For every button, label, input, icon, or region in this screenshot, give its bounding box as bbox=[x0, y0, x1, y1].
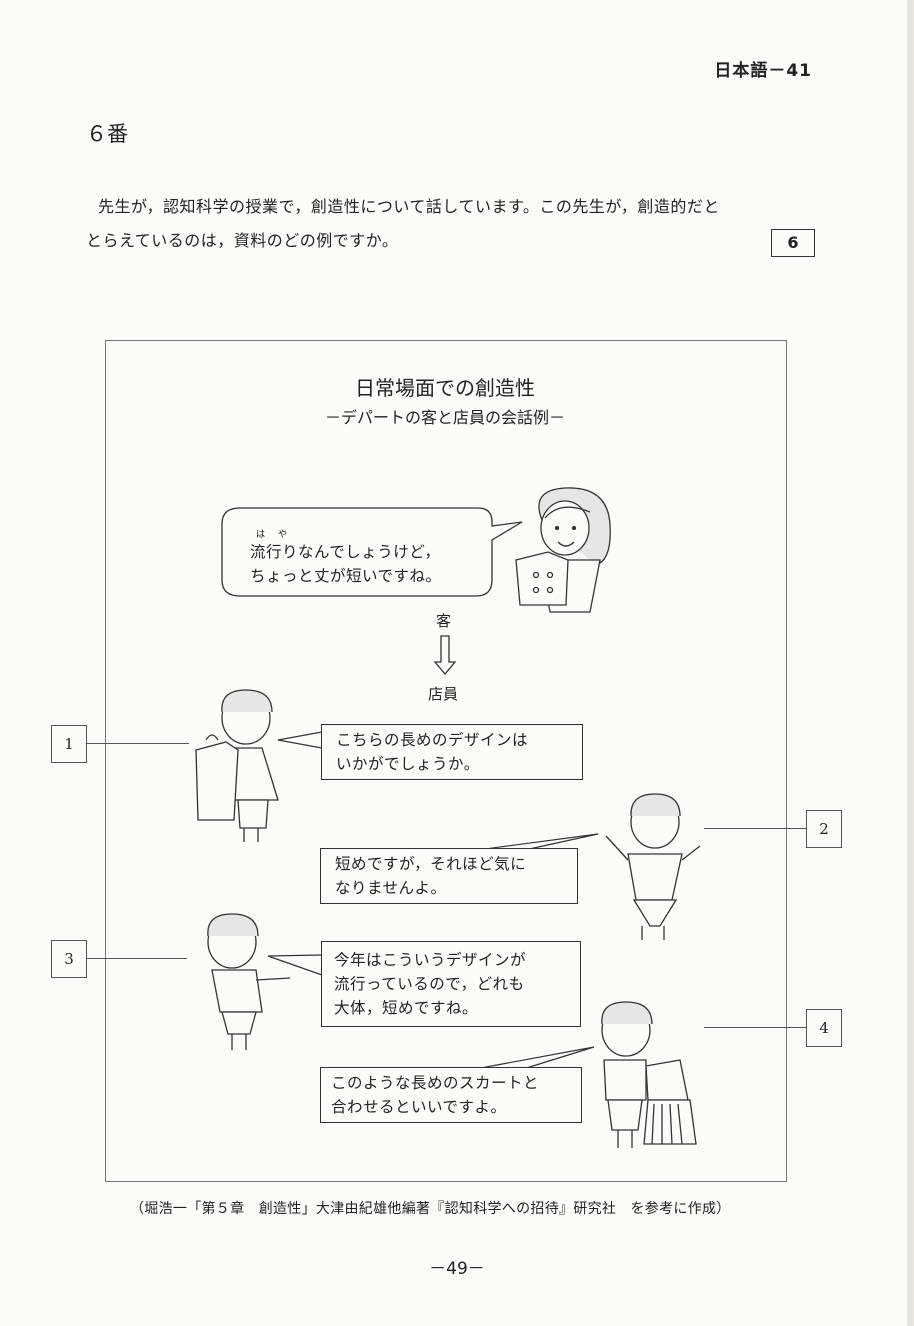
staff-illustration-2 bbox=[605, 793, 701, 940]
option-3-number-box: 3 bbox=[51, 940, 87, 978]
customer-bubble-outline bbox=[221, 507, 523, 597]
option-1-bubble: こちらの長めのデザインは いかがでしょうか。 bbox=[321, 724, 583, 780]
option-3-line-3: 大体，短めですね。 bbox=[334, 999, 479, 1017]
option-1-number-box: 1 bbox=[51, 725, 87, 763]
staff-illustration-1 bbox=[195, 689, 279, 842]
option-4-bubble-tail bbox=[469, 1046, 595, 1071]
option-1-connector bbox=[85, 743, 189, 744]
option-2-connector bbox=[704, 828, 806, 829]
staff-label: 店員 bbox=[428, 685, 459, 703]
option-3-bubble-tail bbox=[267, 954, 323, 976]
customer-bubble-text: は や 流行りなんでしょうけど， ちょっと丈が短いですね。 bbox=[250, 530, 442, 588]
option-4-line-1: このような長めのスカートと bbox=[331, 1074, 540, 1092]
customer-bubble-line-2: ちょっと丈が短いですね。 bbox=[250, 567, 442, 585]
question-text: 先生が，認知科学の授業で，創造性について話しています。この先生が，創造的だと と… bbox=[86, 190, 816, 258]
option-1-line-2: いかがでしょうか。 bbox=[336, 755, 480, 773]
footer-citation: （堀浩一「第５章 創造性」大津由紀雄他編著『認知科学への招待』研究社 を参考に作… bbox=[130, 1201, 731, 1217]
question-text-line-2: とらえているのは，資料のどの例ですか。 bbox=[86, 231, 399, 250]
option-3-bubble: 今年はこういうデザインが 流行っているので，どれも 大体，短めですね。 bbox=[321, 941, 581, 1027]
figure-title: 日常場面での創造性 bbox=[355, 376, 535, 400]
option-3-line-1: 今年はこういうデザインが bbox=[334, 951, 527, 969]
down-arrow-icon bbox=[433, 635, 457, 676]
figure-frame bbox=[105, 340, 787, 1182]
question-text-line-1: 先生が，認知科学の授業で，創造性について話しています。この先生が，創造的だと bbox=[98, 197, 720, 216]
option-1-bubble-tail bbox=[277, 731, 323, 749]
option-4-bubble: このような長めのスカートと 合わせるといいですよ。 bbox=[320, 1067, 582, 1123]
page-number: －49－ bbox=[429, 1259, 485, 1279]
option-2-line-2: なりませんよ。 bbox=[335, 879, 447, 897]
option-4-line-2: 合わせるといいですよ。 bbox=[331, 1098, 507, 1116]
page-header-label: 日本語－41 bbox=[714, 61, 812, 81]
option-3-connector bbox=[85, 958, 187, 959]
page-edge-shadow bbox=[907, 0, 914, 1326]
customer-bubble-ruby: は や bbox=[256, 530, 290, 540]
option-2-line-1: 短めですが，それほど気に bbox=[335, 855, 527, 873]
customer-bubble-line-1: 流行りなんでしょうけど， bbox=[250, 543, 441, 561]
figure-subtitle: －デパートの客と店員の会話例－ bbox=[324, 408, 565, 427]
answer-number-box: 6 bbox=[771, 229, 815, 257]
question-number: ６番 bbox=[86, 122, 128, 146]
customer-illustration bbox=[515, 487, 611, 613]
option-4-number-box: 4 bbox=[806, 1009, 842, 1047]
option-3-line-2: 流行っているので，どれも bbox=[334, 975, 525, 993]
customer-label: 客 bbox=[436, 612, 452, 630]
option-2-number-box: 2 bbox=[806, 810, 842, 848]
staff-illustration-4 bbox=[601, 1001, 697, 1148]
option-2-bubble-tail bbox=[469, 833, 599, 852]
staff-illustration-3 bbox=[207, 913, 291, 1050]
option-2-bubble: 短めですが，それほど気に なりませんよ。 bbox=[320, 848, 578, 904]
option-1-line-1: こちらの長めのデザインは bbox=[336, 731, 529, 749]
option-4-connector bbox=[704, 1027, 806, 1028]
